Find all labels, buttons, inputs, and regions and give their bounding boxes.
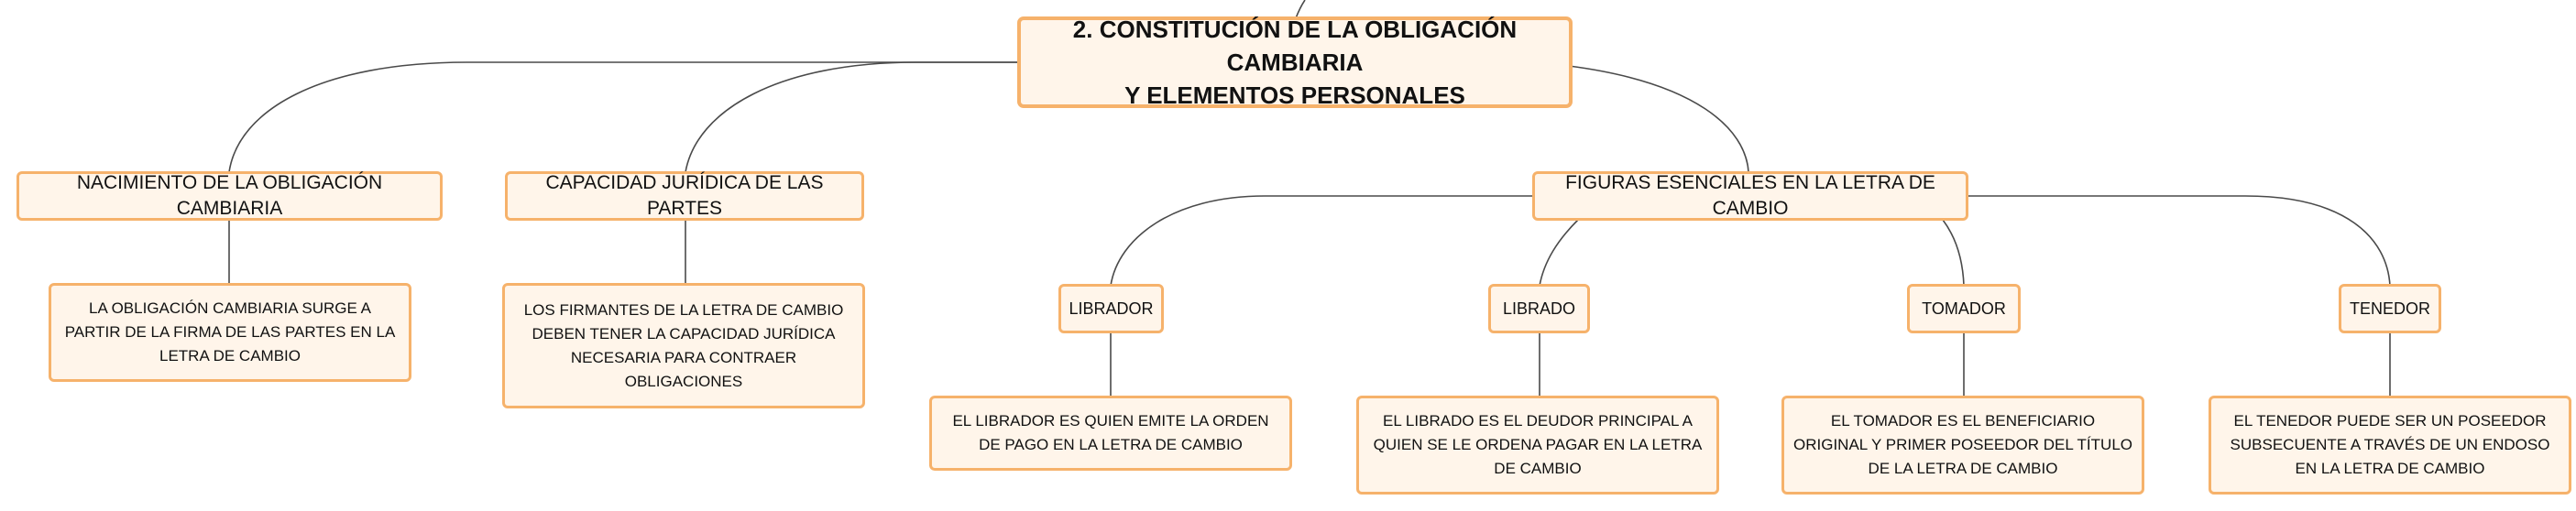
figure-tomador-label: TOMADOR — [1922, 299, 2006, 318]
detail-librador-text: EL LIBRADOR ES QUIEN EMITE LA ORDEN DE P… — [952, 412, 1269, 453]
detail-librador[interactable]: EL LIBRADOR ES QUIEN EMITE LA ORDEN DE P… — [929, 396, 1292, 471]
branch-figuras[interactable]: FIGURAS ESENCIALES EN LA LETRA DE CAMBIO — [1532, 171, 1968, 221]
connector-root-nacimiento — [228, 61, 1017, 173]
root-title-line-1: 2. CONSTITUCIÓN DE LA OBLIGACIÓN CAMBIAR… — [1072, 16, 1518, 76]
detail-tomador[interactable]: EL TOMADOR ES EL BENEFICIARIO ORIGINAL Y… — [1781, 396, 2144, 495]
figure-librado[interactable]: LIBRADO — [1488, 284, 1590, 333]
connector-figuras-tenedor — [1968, 195, 2391, 287]
branch-capacidad[interactable]: CAPACIDAD JURÍDICA DE LAS PARTES — [505, 171, 864, 221]
detail-tenedor[interactable]: EL TENEDOR PUEDE SER UN POSEEDOR SUBSECU… — [2209, 396, 2571, 495]
connector-figuras-librado — [1539, 219, 1579, 287]
detail-nacimiento-text: LA OBLIGACIÓN CAMBIARIA SURGE A PARTIR D… — [64, 299, 396, 364]
figure-librador[interactable]: LIBRADOR — [1058, 284, 1164, 333]
root-title-line-2: Y ELEMENTOS PERSONALES — [1124, 82, 1465, 109]
detail-tomador-text: EL TOMADOR ES EL BENEFICIARIO ORIGINAL Y… — [1793, 412, 2132, 477]
connector-figuras-librador — [1110, 195, 1532, 287]
branch-nacimiento[interactable]: NACIMIENTO DE LA OBLIGACIÓN CAMBIARIA — [16, 171, 443, 221]
detail-capacidad-text: LOS FIRMANTES DE LA LETRA DE CAMBIO DEBE… — [523, 300, 844, 390]
root-node[interactable]: 2. CONSTITUCIÓN DE LA OBLIGACIÓN CAMBIAR… — [1017, 16, 1573, 109]
figure-librador-label: LIBRADOR — [1069, 299, 1154, 318]
connector-root-figuras — [1568, 65, 1749, 173]
branch-capacidad-label: CAPACIDAD JURÍDICA DE LAS PARTES — [545, 172, 824, 219]
figure-tenedor[interactable]: TENEDOR — [2339, 284, 2441, 333]
connector-figuras-tomador — [1942, 219, 1965, 287]
detail-librado-text: EL LIBRADO ES EL DEUDOR PRINCIPAL A QUIE… — [1373, 412, 1703, 477]
figure-tomador[interactable]: TOMADOR — [1907, 284, 2021, 333]
branch-figuras-label: FIGURAS ESENCIALES EN LA LETRA DE CAMBIO — [1565, 172, 1935, 219]
branch-nacimiento-label: NACIMIENTO DE LA OBLIGACIÓN CAMBIARIA — [76, 172, 383, 219]
detail-tenedor-text: EL TENEDOR PUEDE SER UN POSEEDOR SUBSECU… — [2230, 412, 2550, 477]
figure-librado-label: LIBRADO — [1502, 299, 1576, 318]
connector-root-capacidad — [685, 61, 1017, 173]
detail-nacimiento[interactable]: LA OBLIGACIÓN CAMBIARIA SURGE A PARTIR D… — [49, 283, 411, 382]
detail-librado[interactable]: EL LIBRADO ES EL DEUDOR PRINCIPAL A QUIE… — [1356, 396, 1719, 495]
detail-capacidad[interactable]: LOS FIRMANTES DE LA LETRA DE CAMBIO DEBE… — [502, 283, 865, 408]
figure-tenedor-label: TENEDOR — [2349, 299, 2430, 318]
